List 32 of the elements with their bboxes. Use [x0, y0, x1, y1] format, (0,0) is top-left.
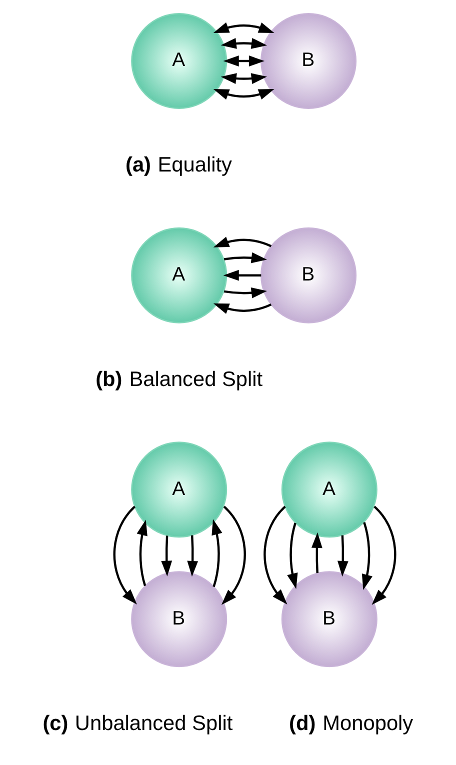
arrow	[212, 22, 274, 34]
arrow	[361, 522, 372, 590]
arrow	[223, 252, 267, 264]
arrow	[223, 287, 267, 298]
arrow	[136, 520, 147, 586]
label: (a) Equality	[125, 154, 232, 177]
node-circle: A	[130, 13, 227, 110]
arrow	[212, 303, 272, 314]
arrow	[310, 532, 322, 574]
arrow	[222, 270, 261, 281]
arrow	[220, 38, 267, 49]
arrow	[371, 506, 396, 605]
arrow	[220, 73, 267, 84]
node-circle: A	[280, 442, 377, 538]
arrow	[160, 536, 172, 576]
arrow	[186, 535, 198, 577]
arrow	[112, 506, 136, 605]
label: (d) Monopoly	[288, 712, 413, 735]
label: (c) Unbalanced Split	[42, 712, 232, 735]
arrow	[212, 89, 274, 100]
label: (b) Balanced Split	[95, 368, 262, 391]
node-circle: B	[130, 571, 227, 668]
arrow	[212, 236, 272, 248]
arrow	[263, 506, 287, 605]
node-circle: B	[260, 13, 356, 110]
arrow	[222, 56, 264, 66]
node-circle: A	[130, 227, 227, 324]
arrow	[211, 519, 222, 588]
arrow	[220, 506, 246, 605]
arrow	[336, 535, 348, 577]
arrow	[286, 522, 298, 590]
node-circle: B	[260, 227, 356, 324]
